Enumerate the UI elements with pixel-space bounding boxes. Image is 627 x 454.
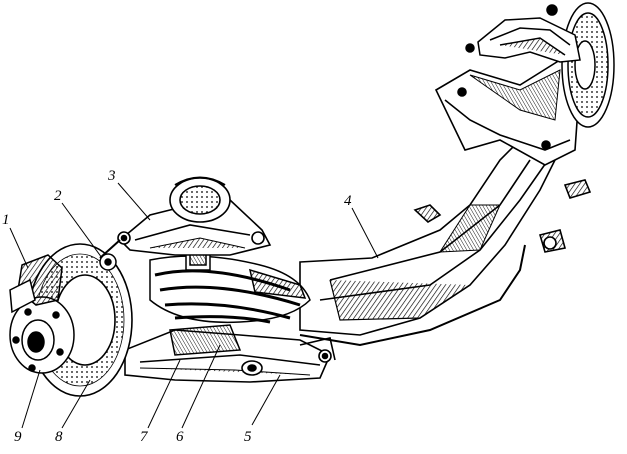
coil-spring	[149, 255, 311, 356]
leader-3	[117, 182, 151, 221]
callout-5: 5	[244, 429, 252, 445]
crossmember	[299, 58, 592, 347]
callout-3: 3	[107, 168, 116, 184]
leader-lines	[9, 182, 379, 429]
leader-7	[147, 359, 181, 429]
leader-2	[61, 202, 103, 259]
ball-joint	[99, 239, 121, 271]
upper-control-arm	[117, 176, 272, 256]
leader-5	[251, 374, 281, 426]
callout-7: 7	[140, 429, 149, 445]
callout-1: 1	[2, 212, 10, 228]
leader-1	[9, 227, 29, 269]
leader-8	[61, 379, 91, 429]
callout-6: 6	[176, 429, 184, 445]
callouts: 1 2 3 4 5 6 7 8 9	[2, 168, 352, 445]
brake-caliper	[9, 254, 63, 314]
leader-6	[181, 344, 221, 429]
callout-8: 8	[55, 429, 63, 445]
callout-2: 2	[54, 188, 62, 204]
leader-4	[351, 207, 379, 259]
rear-upper-arm	[465, 17, 581, 63]
leader-9	[21, 369, 41, 429]
rear-brake-disc	[546, 2, 615, 128]
callout-9: 9	[14, 429, 22, 445]
wheel-hub	[9, 296, 75, 374]
callout-4: 4	[344, 193, 352, 209]
